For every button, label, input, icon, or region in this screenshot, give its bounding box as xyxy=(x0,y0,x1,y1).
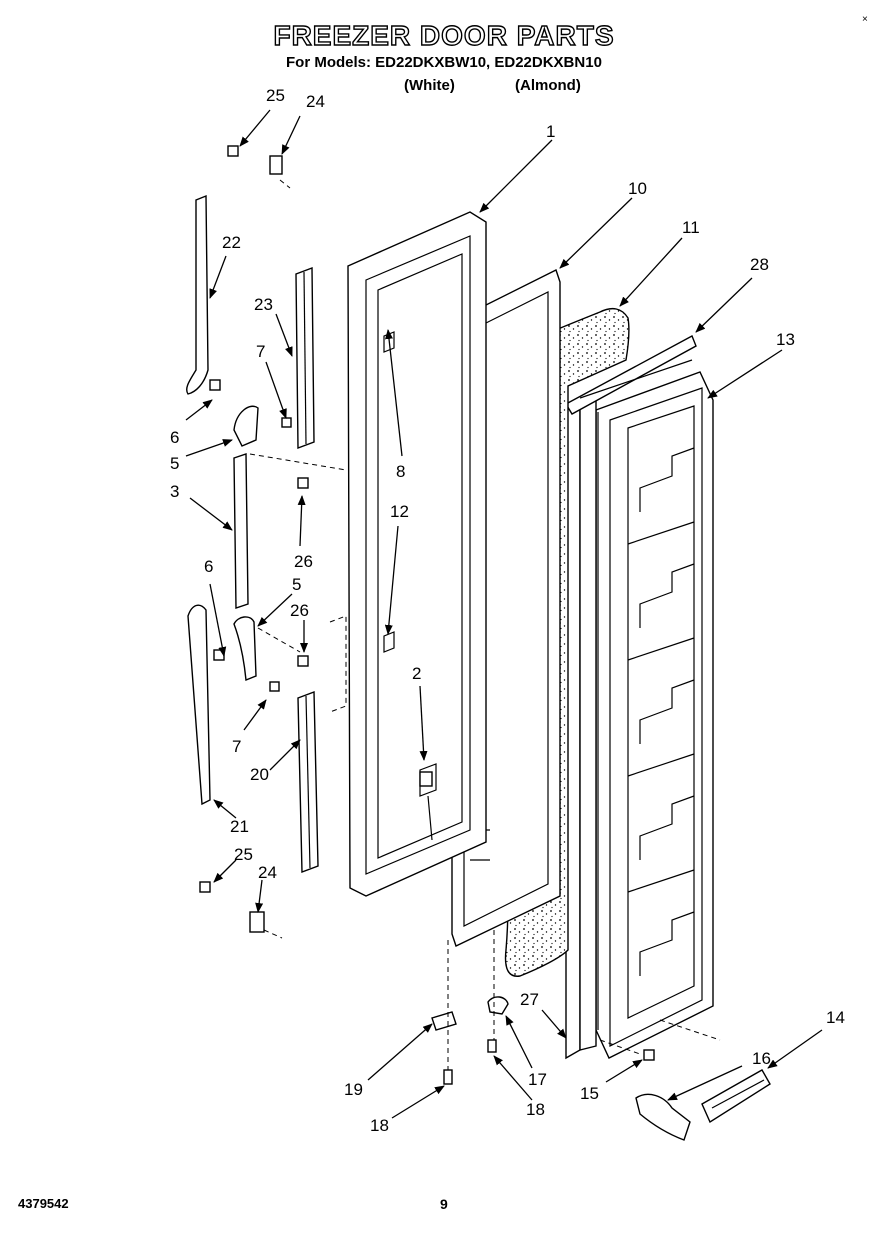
center-channel xyxy=(233,453,249,609)
callout-28: 28 xyxy=(750,255,769,274)
callout-25-bottom: 25 xyxy=(234,845,253,864)
callout-7-lower: 7 xyxy=(232,737,241,756)
callout-18-right: 18 xyxy=(526,1100,545,1119)
callout-12: 12 xyxy=(390,502,409,521)
callout-26-upper: 26 xyxy=(294,552,313,571)
bottom-trim-pieces xyxy=(635,1069,771,1141)
bottom-brackets xyxy=(431,996,509,1031)
upper-hinge-bracket xyxy=(233,405,259,447)
callout-22: 22 xyxy=(222,233,241,252)
callout-labels: 25 24 1 10 11 28 13 22 23 7 8 6 5 3 12 2… xyxy=(170,86,845,1135)
callout-23: 23 xyxy=(254,295,273,314)
variant-almond-label: (Almond) xyxy=(515,77,581,94)
callout-8: 8 xyxy=(396,462,405,481)
assembly-guides xyxy=(249,179,721,1070)
top-trim xyxy=(565,335,697,415)
callout-1: 1 xyxy=(546,122,555,141)
lower-trim-channel xyxy=(297,690,319,874)
document-number: 4379542 xyxy=(18,1196,69,1211)
callout-10: 10 xyxy=(628,179,647,198)
callout-15: 15 xyxy=(580,1084,599,1103)
callout-7-upper: 7 xyxy=(256,342,265,361)
edge-strip xyxy=(565,393,597,1060)
callout-17: 17 xyxy=(528,1070,547,1089)
callout-26-lower: 26 xyxy=(290,601,309,620)
callout-27: 27 xyxy=(520,990,539,1009)
callout-20: 20 xyxy=(250,765,269,784)
variant-white-label: (White) xyxy=(404,77,455,94)
door-panel xyxy=(347,211,487,897)
model-list: For Models: ED22DKXBW10, ED22DKXBN10 xyxy=(286,54,602,71)
callout-11: 11 xyxy=(682,218,700,237)
corner-mark: × xyxy=(862,14,868,25)
page-title: FREEZER DOOR PARTS xyxy=(273,19,615,51)
callout-5-upper: 5 xyxy=(170,454,179,473)
callout-25-top: 25 xyxy=(266,86,285,105)
clips xyxy=(269,417,433,787)
callout-5-lower: 5 xyxy=(292,575,301,594)
callout-13: 13 xyxy=(776,330,795,349)
callout-6-lower: 6 xyxy=(204,557,213,576)
callout-14: 14 xyxy=(826,1008,845,1027)
callout-2: 2 xyxy=(412,664,421,683)
callout-19: 19 xyxy=(344,1080,363,1099)
callout-16: 16 xyxy=(752,1049,771,1068)
callout-6-upper: 6 xyxy=(170,428,179,447)
callout-21: 21 xyxy=(230,817,249,836)
hinge-pins xyxy=(249,155,283,933)
callout-24-bottom: 24 xyxy=(258,863,277,882)
callout-3: 3 xyxy=(170,482,179,501)
callout-24-top: 24 xyxy=(306,92,325,111)
lower-hinge-bracket xyxy=(233,616,257,681)
door-liner xyxy=(595,371,714,1059)
upper-seal-strip xyxy=(186,194,209,395)
callout-18-left: 18 xyxy=(370,1116,389,1135)
leader-lines xyxy=(185,109,823,1119)
upper-trim-channel xyxy=(295,266,315,450)
lower-seal-strip xyxy=(187,604,211,806)
page-number: 9 xyxy=(440,1196,448,1212)
